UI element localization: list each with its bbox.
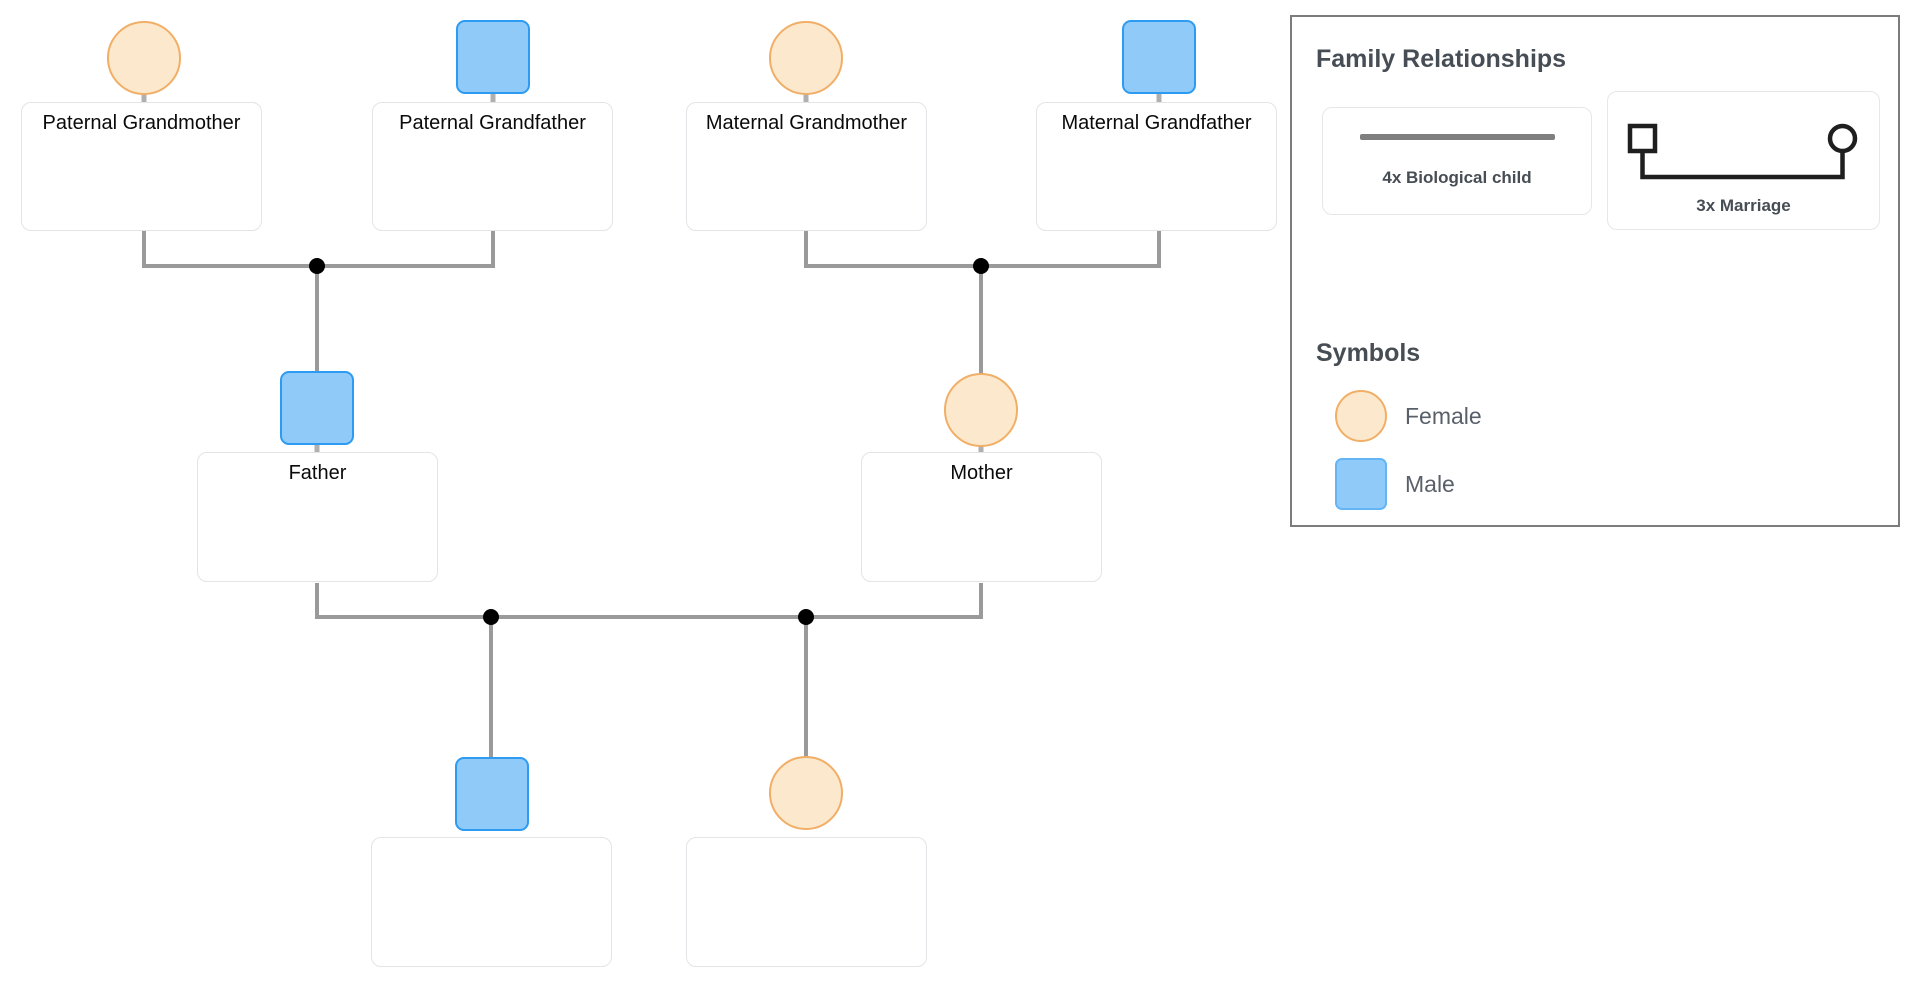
symbols-title: Symbols [1316, 339, 1421, 367]
legend-item-label: 3x Marriage [1696, 195, 1791, 215]
legend-symbol-female: Female [1335, 390, 1482, 442]
marriage-line-parents [315, 583, 983, 619]
legend-symbol-male: Male [1335, 458, 1455, 510]
daughter-symbol[interactable] [769, 756, 843, 830]
junction-dot [973, 258, 989, 274]
female-circle-icon [1335, 390, 1387, 442]
junction-dot [309, 258, 325, 274]
legend-item-biological-child: 4x Biological child [1322, 107, 1592, 215]
person-name: Maternal Grandfather [1061, 112, 1252, 134]
father-symbol[interactable] [280, 371, 354, 445]
marriage-line-paternal-grandparents [142, 231, 495, 268]
symbol-label: Male [1405, 470, 1455, 497]
legend-title: Family Relationships [1316, 45, 1567, 73]
marriage-line-maternal-grandparents [804, 231, 1161, 268]
paternal-grandmother-card[interactable]: Paternal Grandmother [21, 102, 262, 231]
person-name: Father [288, 462, 347, 484]
biological-child-line-icon [1359, 134, 1555, 140]
paternal-grandfather-card[interactable]: Paternal Grandfather [372, 102, 613, 231]
legend-item-label: 4x Biological child [1382, 168, 1532, 187]
marriage-glyph-icon [1627, 123, 1858, 179]
maternal-grandmother-symbol[interactable] [769, 21, 843, 95]
male-square-icon [1335, 458, 1387, 510]
legend-item-marriage: 3x Marriage [1607, 91, 1880, 230]
maternal-grandmother-card[interactable]: Maternal Grandmother [686, 102, 927, 231]
maternal-grandfather-symbol[interactable] [1122, 20, 1196, 94]
mother-symbol[interactable] [944, 373, 1018, 447]
person-name: Paternal Grandfather [399, 112, 586, 134]
symbol-label: Female [1405, 402, 1482, 429]
person-name: Paternal Grandmother [42, 112, 241, 134]
mother-card[interactable]: Mother [861, 452, 1102, 582]
paternal-grandfather-symbol[interactable] [456, 20, 530, 94]
person-name: Mother [950, 462, 1013, 484]
daughter-card[interactable] [686, 837, 927, 967]
junction-dot [798, 609, 814, 625]
maternal-grandfather-card[interactable]: Maternal Grandfather [1036, 102, 1277, 231]
junction-dot [483, 609, 499, 625]
legend-panel: Family Relationships 4x Biological child… [1290, 15, 1900, 527]
paternal-grandmother-symbol[interactable] [107, 21, 181, 95]
son-card[interactable] [371, 837, 612, 967]
person-name: Maternal Grandmother [705, 112, 908, 134]
father-card[interactable]: Father [197, 452, 438, 582]
son-symbol[interactable] [455, 757, 529, 831]
